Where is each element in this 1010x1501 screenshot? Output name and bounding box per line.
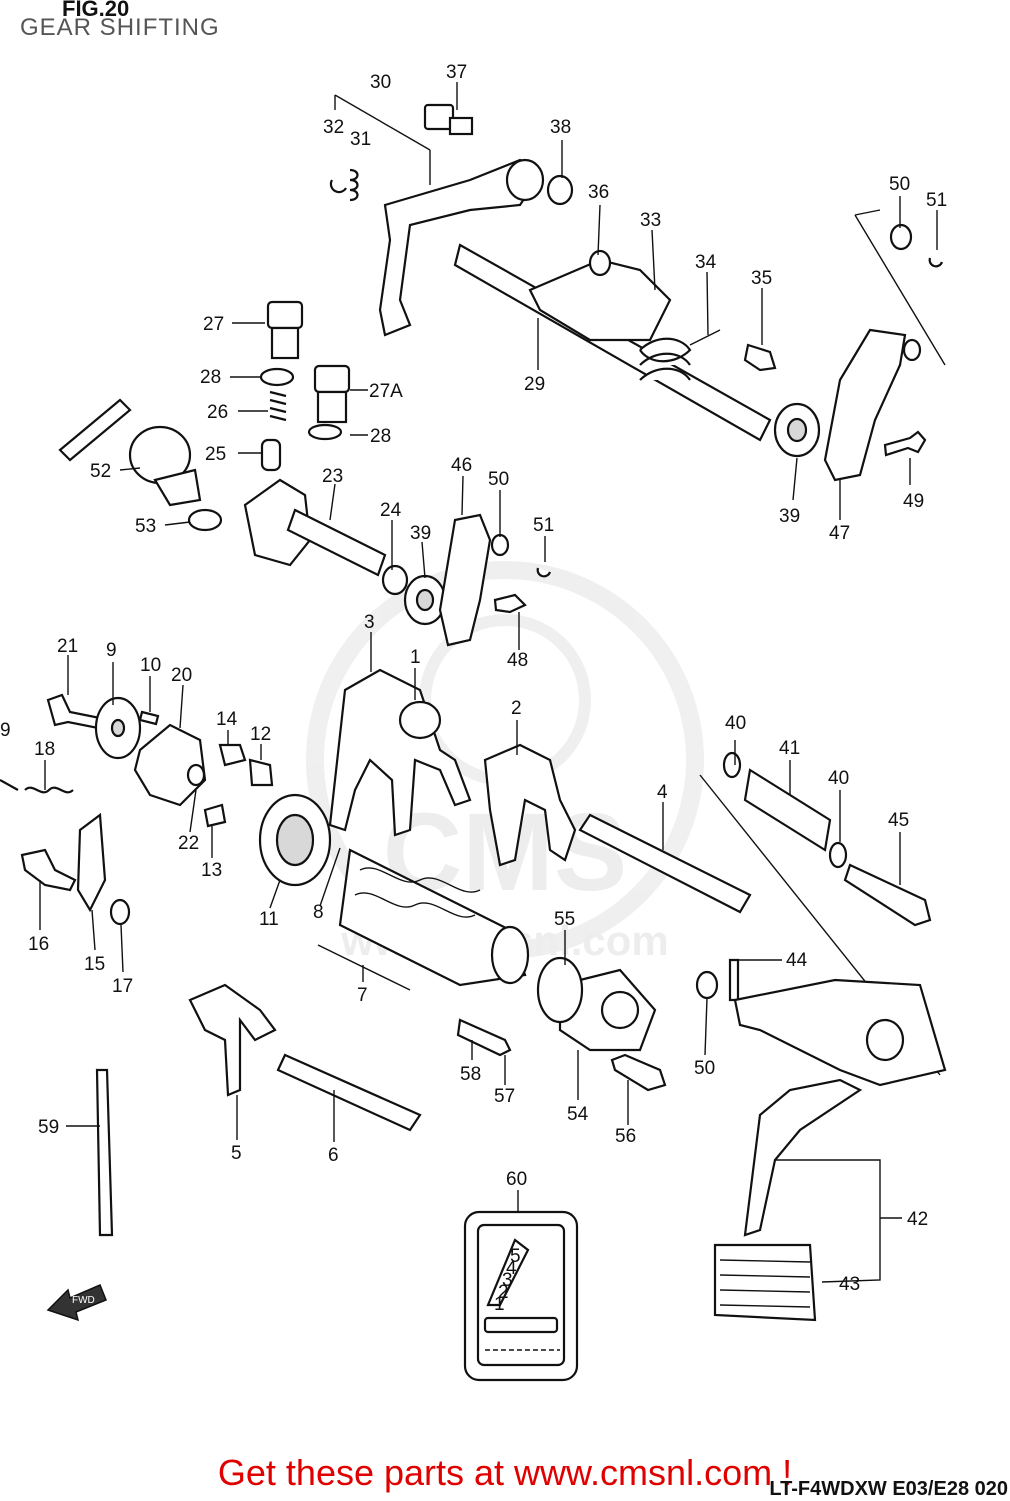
callout-47: 47: [829, 523, 850, 544]
callout-18: 18: [34, 739, 55, 760]
diagram-title: GEAR SHIFTING: [20, 14, 220, 41]
callout-57: 57: [494, 1086, 515, 1107]
callout-45: 45: [888, 810, 909, 831]
callout-46: 46: [451, 455, 472, 476]
callout-15: 15: [84, 954, 105, 975]
callout-43: 43: [839, 1274, 860, 1295]
callout-1: 1: [410, 647, 421, 668]
callout-9: 9: [106, 640, 117, 661]
callout-9b: 9: [0, 720, 11, 741]
callout-29: 29: [524, 374, 545, 395]
callout-20: 20: [171, 665, 192, 686]
callout-55: 55: [554, 909, 575, 930]
callout-13: 13: [201, 860, 222, 881]
callout-7: 7: [357, 985, 368, 1006]
forward-arrow-icon: FWD: [46, 1284, 107, 1322]
callout-59: 59: [38, 1117, 59, 1138]
callout-40: 40: [725, 713, 746, 734]
callout-27: 27: [203, 314, 224, 335]
callout-40b: 40: [828, 768, 849, 789]
callout-28: 28: [200, 367, 221, 388]
callout-26: 26: [207, 402, 228, 423]
shift-forks-and-cam-drum: [188, 668, 752, 1132]
callout-39b: 39: [779, 506, 800, 527]
callout-37: 37: [446, 62, 467, 83]
callout-48: 48: [507, 650, 528, 671]
callout-42: 42: [907, 1209, 928, 1230]
figure-number: FIG.20: [62, 0, 130, 21]
shift-pedal-assembly: [536, 751, 947, 1322]
neutral-switch-and-stopper: [58, 300, 552, 647]
callout-51b: 51: [533, 515, 554, 536]
callout-35: 35: [751, 268, 772, 289]
callout-51: 51: [926, 190, 947, 211]
part-callouts: 30 37 38 32 31 36 33 34 35 50 51 27 28 2…: [0, 62, 947, 1295]
callout-27a: 27A: [369, 381, 403, 402]
callout-28b: 28: [370, 426, 391, 447]
callout-34: 34: [695, 252, 717, 273]
callout-22: 22: [178, 833, 199, 854]
callout-50: 50: [889, 174, 910, 195]
callout-56: 56: [615, 1126, 636, 1147]
callout-4: 4: [657, 782, 668, 803]
gear-4: 4: [506, 1258, 517, 1279]
gear-2: 2: [498, 1282, 509, 1303]
callout-23: 23: [322, 466, 343, 487]
callout-52: 52: [90, 461, 111, 482]
fwd-label: FWD: [72, 1295, 95, 1306]
callout-39: 39: [410, 523, 431, 544]
callout-31: 31: [350, 129, 371, 150]
callout-24: 24: [380, 500, 402, 521]
callout-6: 6: [328, 1145, 339, 1166]
gear-3: 3: [502, 1270, 513, 1291]
callout-30: 30: [370, 72, 391, 93]
callout-25: 25: [205, 444, 226, 465]
callout-50b: 50: [488, 469, 509, 490]
callout-53: 53: [135, 516, 156, 537]
callout-41: 41: [779, 738, 800, 759]
callout-33: 33: [640, 210, 661, 231]
callout-36: 36: [588, 182, 609, 203]
callout-3: 3: [364, 612, 375, 633]
callout-50c: 50: [694, 1058, 715, 1079]
callout-17: 17: [112, 976, 133, 997]
callout-14: 14: [216, 709, 238, 730]
callout-49: 49: [903, 491, 924, 512]
gear-1: 1: [494, 1294, 505, 1315]
callout-21: 21: [57, 636, 78, 657]
gearshift-shaft-assembly: [329, 94, 946, 482]
cam-stopper-parts: [0, 693, 274, 1237]
callout-11: 11: [259, 909, 279, 930]
callout-10: 10: [140, 655, 161, 676]
callout-12: 12: [250, 724, 271, 745]
callout-54: 54: [567, 1104, 589, 1125]
callout-8: 8: [313, 902, 324, 923]
callout-5: 5: [231, 1143, 242, 1164]
callout-2: 2: [511, 698, 522, 719]
cms-parts-link[interactable]: Get these parts at www.cmsnl.com !: [217, 1452, 793, 1493]
callout-44: 44: [786, 950, 808, 971]
callout-16: 16: [28, 934, 49, 955]
model-code: LT-F4WDXW E03/E28 020: [769, 1478, 1008, 1500]
leader-lines: [39, 82, 938, 1283]
callout-32: 32: [323, 117, 344, 138]
callout-58: 58: [460, 1064, 481, 1085]
gear-5: 5: [510, 1246, 521, 1267]
callout-60: 60: [506, 1169, 527, 1190]
shift-pattern-label: 5 4 3 2 1: [463, 1210, 579, 1382]
callout-38: 38: [550, 117, 571, 138]
